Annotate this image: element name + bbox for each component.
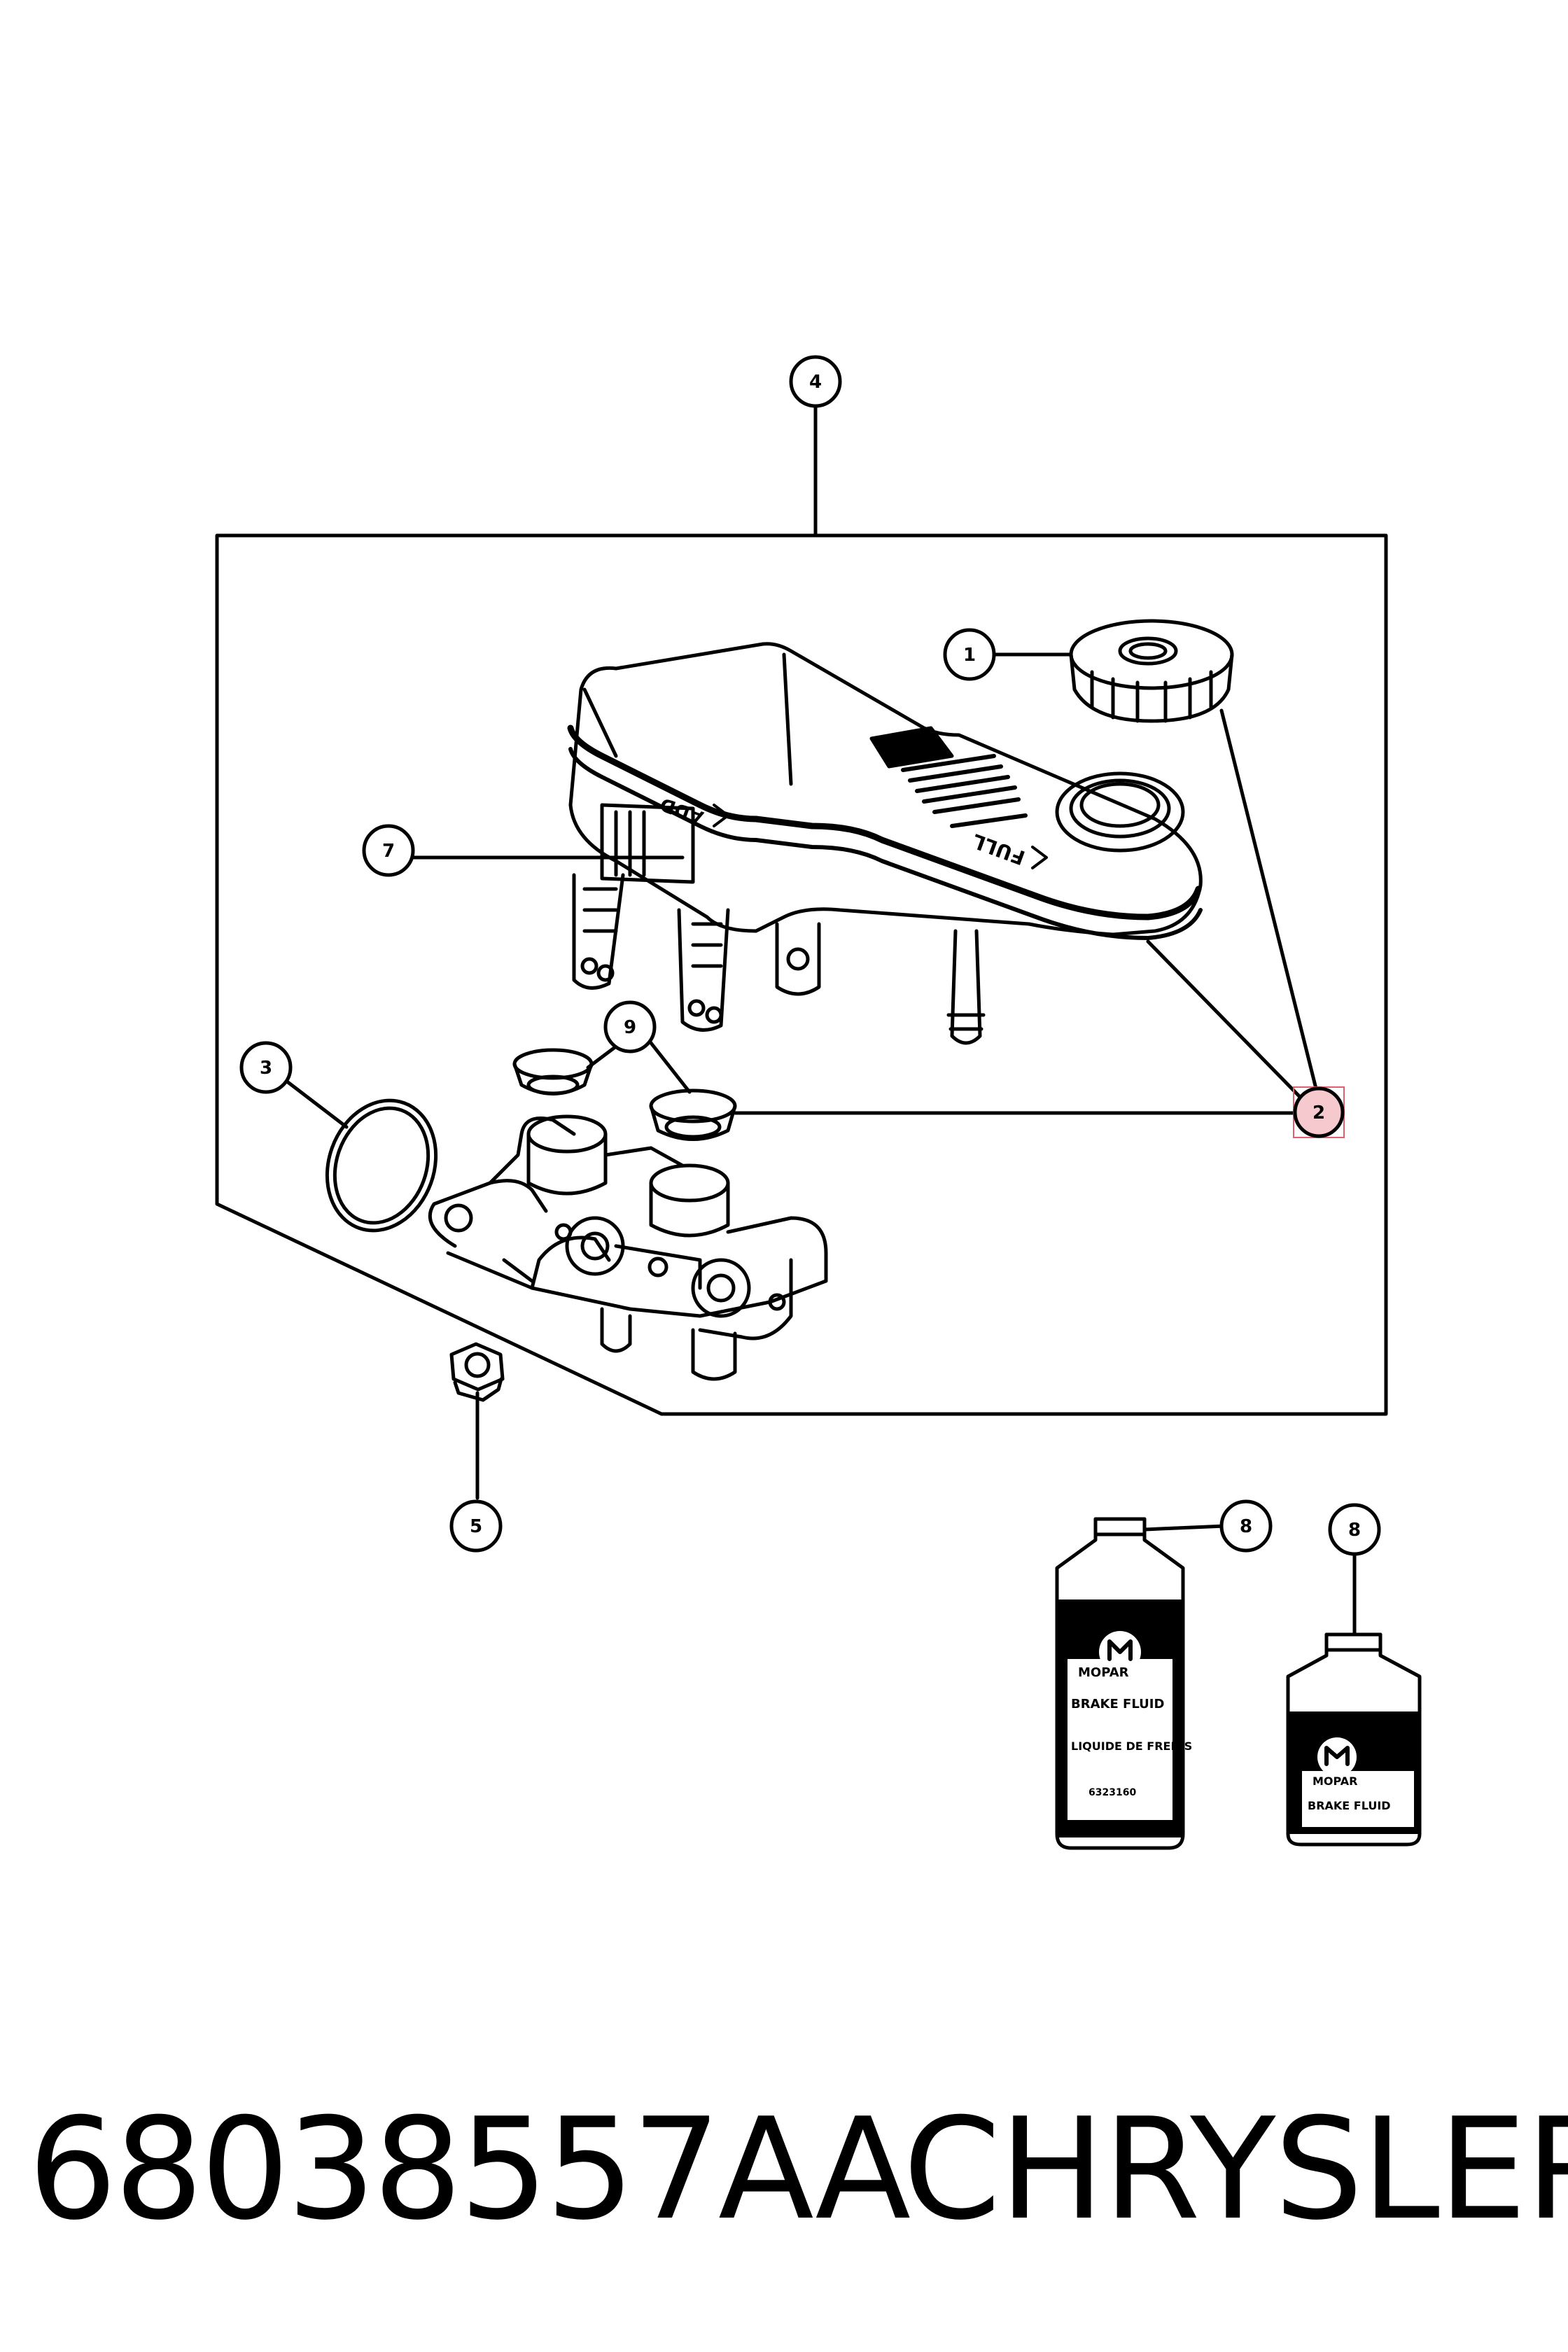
master-cylinder-diagram: ADD FULL [215, 355, 1422, 1850]
leader-2-cap [1219, 708, 1318, 1091]
brake-fluid-bottle-large [1055, 1517, 1185, 1850]
master-cylinder-body [428, 1114, 828, 1381]
callout-8-small-bottle: 8 [1328, 1503, 1381, 1556]
svg-text:3: 3 [260, 1058, 272, 1079]
svg-text:7: 7 [382, 841, 395, 862]
o-ring [325, 1098, 438, 1233]
reservoir-mount-right [775, 922, 821, 996]
leader-3 [285, 1079, 349, 1129]
leader-8a [1142, 1524, 1227, 1532]
bottle-large-line2: LIQUIDE DE FREINS [1071, 1740, 1192, 1753]
reservoir-cap [1069, 619, 1234, 723]
bottle-large-brand: MOPAR [1078, 1665, 1129, 1680]
assembly-boundary [215, 533, 1388, 1416]
callout-5: 5 [449, 1499, 503, 1553]
svg-text:1: 1 [963, 645, 976, 666]
callout-4: 4 [789, 355, 842, 408]
svg-text:8: 8 [1348, 1520, 1361, 1541]
reservoir-body [567, 642, 1203, 1045]
part-number: 68038557AA [28, 2088, 911, 2251]
reservoir-mount-left [572, 873, 625, 990]
brand-name: CHRYSLER [903, 2088, 1568, 2251]
caption: 68038557AA CHRYSLER [0, 2065, 1568, 2275]
reservoir-grommet-left [512, 1048, 594, 1096]
svg-text:8: 8 [1240, 1516, 1252, 1537]
reservoir-label-patch [869, 726, 954, 769]
reservoir-connector [600, 803, 695, 884]
leader-9b [649, 1041, 692, 1094]
svg-text:2: 2 [1312, 1102, 1325, 1124]
svg-text:4: 4 [809, 372, 822, 393]
svg-text:5: 5 [470, 1516, 482, 1537]
callout-7: 7 [362, 824, 415, 877]
reservoir-full-mark: FULL [969, 829, 1028, 869]
bottle-large-line3: 6323160 [1088, 1787, 1136, 1798]
reservoir-sensor-stem [950, 929, 982, 1045]
brake-fluid-bottle-small [1286, 1632, 1422, 1847]
reservoir-warning-text [901, 754, 1028, 828]
bottle-small-brand: MOPAR [1312, 1774, 1357, 1788]
callout-9: 9 [603, 1000, 657, 1054]
callout-3: 3 [239, 1041, 293, 1094]
reservoir-filler-neck [1055, 771, 1185, 853]
bottle-large-line1: BRAKE FLUID [1071, 1697, 1164, 1712]
svg-text:9: 9 [624, 1017, 636, 1038]
mounting-nut [449, 1342, 505, 1402]
callout-2: 2 [1293, 1086, 1345, 1138]
leader-2-reservoir [1146, 939, 1304, 1101]
bottle-small-line1: BRAKE FLUID [1308, 1799, 1391, 1812]
reservoir-grommet-right [649, 1088, 737, 1141]
reservoir-mount-center [677, 908, 730, 1032]
callout-1: 1 [943, 628, 996, 681]
callout-8-large-bottle: 8 [1219, 1499, 1273, 1553]
